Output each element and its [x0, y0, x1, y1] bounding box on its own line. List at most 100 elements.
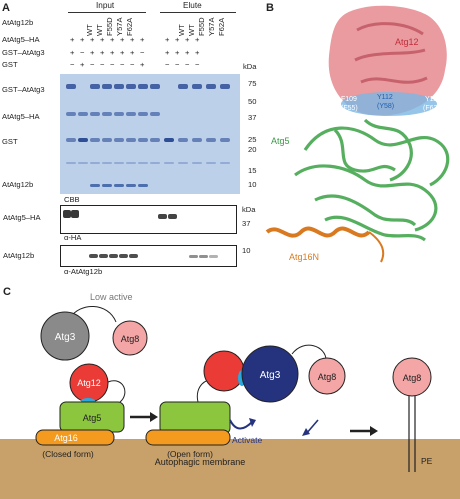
gel-band	[220, 138, 230, 142]
sign-cell: +	[185, 48, 190, 57]
sign-cell: +	[165, 35, 170, 44]
blot-band	[158, 214, 167, 219]
gel-band	[126, 162, 136, 164]
gel-band	[164, 162, 174, 164]
model-diagram: Autophagic membrane Low active Atg3 Atg8…	[0, 292, 460, 499]
sign-cell: +	[120, 48, 125, 57]
atg12-circle-open	[203, 350, 245, 392]
label-activate: Activate	[232, 435, 263, 445]
row-label-gst: GST	[2, 60, 18, 69]
group-elute-label: Elute	[183, 1, 202, 10]
label-res1: F109	[341, 96, 357, 103]
gel-band	[138, 138, 148, 142]
gel-band	[102, 112, 112, 116]
label-atg8-active: Atg8	[318, 372, 337, 382]
gel-band	[66, 84, 76, 89]
blot-band	[199, 255, 208, 258]
gel-band	[220, 162, 230, 164]
gel-band	[192, 84, 202, 89]
gel-band	[66, 138, 76, 142]
panel-a-label: A	[2, 2, 10, 14]
sign-cell: +	[130, 35, 135, 44]
label-membrane: Autophagic membrane	[155, 457, 246, 467]
gel-band	[206, 84, 216, 89]
blot-band	[99, 254, 108, 258]
panel-b-label: B	[266, 2, 274, 14]
gel-band	[126, 84, 136, 89]
gel-band	[78, 162, 88, 164]
col-header: F55D	[105, 17, 114, 36]
panel-c-label: C	[3, 286, 11, 298]
gel-band	[150, 138, 160, 142]
sign-cell: −	[185, 60, 190, 69]
sign-cell: −	[130, 60, 135, 69]
blot1-label: AtAtg5–HA	[3, 213, 41, 222]
sign-cell: −	[80, 48, 85, 57]
gel-band	[126, 184, 136, 187]
kda-marker-10: 10	[248, 180, 257, 189]
sign-cell: −	[110, 60, 115, 69]
atg16n-helix	[265, 226, 371, 238]
label-open-form: (Open form)	[167, 449, 213, 459]
kda-marker-25: 25	[248, 135, 257, 144]
blot-band	[71, 210, 79, 218]
sign-cell: +	[70, 48, 75, 57]
atg5-ribbon	[294, 118, 450, 242]
gel-band	[114, 138, 124, 142]
atg12-ribbon	[356, 22, 424, 36]
gel-band	[192, 138, 202, 142]
blot-band	[189, 255, 198, 258]
label-res2: Y112	[377, 94, 393, 101]
atg3-gray-circle	[40, 311, 90, 361]
blot1-antibody: α-HA	[64, 233, 82, 242]
col-header: Y57A	[207, 17, 216, 36]
label-pe: PE	[421, 456, 433, 466]
gel-band	[150, 84, 160, 89]
sign-cell: +	[90, 35, 95, 44]
sign-cell: +	[70, 35, 75, 44]
label-res1b: (F55)	[341, 105, 358, 112]
anti-atg12b-blot	[60, 245, 237, 267]
gel-band	[138, 84, 148, 89]
col-header: Y57A	[115, 17, 124, 36]
atg5-block-open	[159, 401, 231, 435]
gel-band	[150, 112, 160, 116]
sign-cell: −	[120, 60, 125, 69]
gel-band	[138, 184, 148, 187]
gel-band	[114, 184, 124, 187]
anti-ha-blot	[60, 205, 237, 234]
sign-cell: +	[120, 35, 125, 44]
gel-band	[114, 112, 124, 116]
label-res3b: (F63)	[423, 105, 440, 112]
gel-band	[102, 162, 112, 164]
atg12-ribbon	[360, 76, 428, 84]
gel-band	[206, 138, 216, 142]
gel-band	[220, 84, 230, 89]
blot-band	[129, 254, 138, 258]
group-input-label: Input	[96, 1, 115, 10]
blot-band	[89, 254, 98, 258]
sign-cell: +	[100, 48, 105, 57]
label-atg16: Atg16	[54, 433, 78, 443]
label-low-active: Low active	[90, 292, 133, 302]
gel-band	[126, 138, 136, 142]
label-atg8-pe: Atg8	[403, 373, 422, 383]
activate-arrow	[229, 419, 253, 430]
row-label-gst-atatg3: GST–AtAtg3	[2, 48, 45, 57]
cbb-label: CBB	[64, 195, 80, 204]
label-atg12-closed: Atg12	[77, 378, 101, 388]
gel-band	[164, 138, 174, 142]
arrow-head	[150, 412, 158, 422]
gel-band	[78, 112, 88, 116]
atg16-bar-closed	[35, 429, 115, 446]
col-header: F55D	[197, 17, 206, 36]
kda-marker-20: 20	[248, 145, 257, 154]
blot2-marker-10: 10	[242, 246, 251, 255]
gel-band	[102, 138, 112, 142]
sign-cell: +	[140, 35, 145, 44]
col-header: F62A	[125, 17, 134, 36]
linker-closed	[107, 380, 126, 403]
sign-cell: +	[100, 35, 105, 44]
gel-label-gst-atatg3: GST–AtAtg3	[2, 85, 45, 94]
gel-band	[126, 112, 136, 116]
